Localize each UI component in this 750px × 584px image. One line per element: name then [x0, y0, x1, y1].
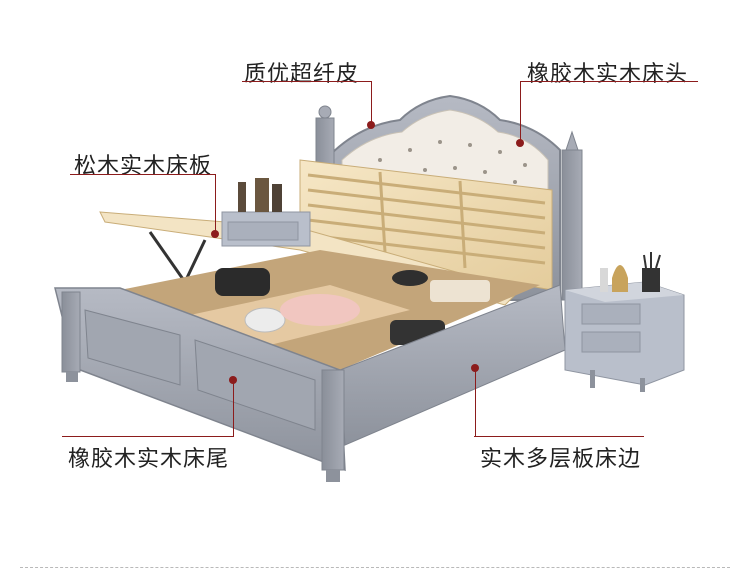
right-nightstand [564, 252, 685, 392]
callout-leader-siderail [475, 368, 476, 436]
callout-dot-leather [367, 121, 375, 129]
callout-label-siderail: 实木多层板床边 [480, 447, 642, 472]
callout-leader-footboard [233, 380, 234, 436]
footer-divider [20, 567, 730, 568]
callout-dot-headboard [516, 139, 524, 147]
callout-rule-leather [242, 81, 372, 82]
callout-label-leather: 质优超纤皮 [244, 62, 360, 87]
callout-dot-footboard [229, 376, 237, 384]
footboard [54, 287, 346, 482]
callout-dot-siderail [471, 364, 479, 372]
callout-label-headboard: 橡胶木实木床头 [527, 62, 689, 87]
callout-dot-slats [211, 230, 219, 238]
slat-board [299, 159, 553, 291]
callout-leader-headboard [520, 81, 521, 143]
callout-rule-slats [70, 174, 216, 175]
callout-leader-leather [371, 81, 372, 125]
storage-box [120, 250, 540, 370]
callout-rule-headboard [520, 81, 698, 82]
callout-rule-footboard [62, 436, 234, 437]
callout-leader-slats [215, 174, 216, 232]
left-nightstand [221, 178, 311, 247]
callout-label-footboard: 橡胶木实木床尾 [68, 447, 230, 472]
callout-label-slats: 松木实木床板 [74, 154, 213, 179]
callout-rule-siderail [474, 436, 644, 437]
